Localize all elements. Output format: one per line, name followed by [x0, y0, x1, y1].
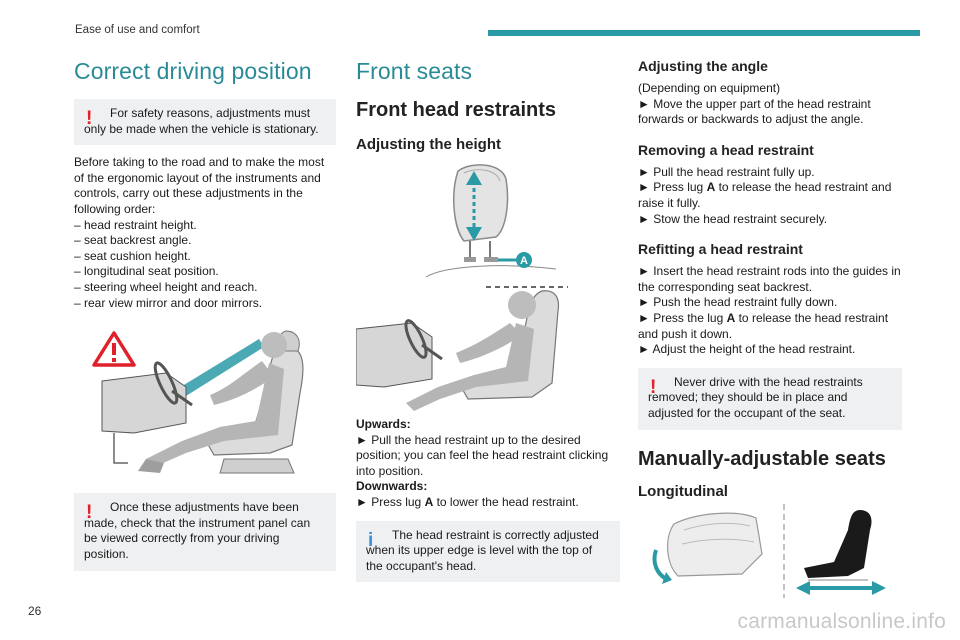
warning-exclamation-icon: ! [86, 502, 93, 524]
angle-line-2: ► Move the upper part of the head restra… [638, 96, 871, 127]
heading-adjusting-height: Adjusting the height [356, 136, 501, 153]
lug-a-label: A [706, 180, 716, 195]
running-header: Ease of use and comfort [75, 24, 200, 36]
info-i-icon: i [368, 529, 374, 551]
lug-a-label: A [726, 310, 736, 325]
column-front-seats: Front seats Front head restraints Adjust… [356, 54, 620, 592]
warning-text: Once these adjustments have been made, c… [84, 500, 311, 561]
double-arrow-horizontal-icon [796, 580, 886, 595]
list-item: – steering wheel height and reach. [74, 279, 258, 294]
list-item: – seat backrest angle. [74, 233, 192, 248]
remove-text-block: ► Pull the head restraint fully up. ► Pr… [638, 165, 902, 227]
info-text: The head restraint is correctly adjusted… [366, 527, 599, 573]
callout-a-badge [516, 252, 532, 268]
heading-refitting-head-restraint: Refitting a head restraint [638, 241, 803, 258]
warning-box-removed: ! Never drive with the head restraints r… [638, 367, 902, 430]
warning-text: For safety reasons, adjustments must onl… [84, 106, 319, 136]
sight-line-icon [174, 339, 264, 402]
angle-text-block: (Depending on equipment) ► Move the uppe… [638, 81, 902, 128]
heading-longitudinal: Longitudinal [638, 482, 728, 500]
warning-exclamation-icon: ! [650, 376, 657, 398]
heading-manually-adjustable-seats: Manually-adjustable seats [638, 447, 886, 470]
warning-box-safety: ! For safety reasons, adjustments must o… [74, 99, 336, 146]
refit-text-block: ► Insert the head restraint rods into th… [638, 264, 902, 358]
downwards-text: ► Press lug A to lower the head restrain… [356, 495, 620, 511]
warning-text: Never drive with the head restraints rem… [648, 374, 863, 420]
head-restraint-illustration: A [425, 164, 557, 278]
column-head-restraint-details: Adjusting the angle (Depending on equipm… [638, 58, 902, 598]
list-item: – head restraint height. [74, 217, 197, 232]
warning-box-instrument: ! Once these adjustments have been made,… [74, 493, 336, 571]
driving-position-illustration [92, 330, 304, 474]
section-title-driving-position: Correct driving position [74, 58, 312, 84]
upwards-label: Upwards: [356, 417, 411, 431]
section-title-front-seats: Front seats [356, 58, 473, 84]
page-number: 26 [28, 604, 42, 618]
longitudinal-seat-illustration [652, 503, 886, 598]
lug-a-label: A [424, 494, 434, 509]
remove-line-2: ► Press lug A to release the head restra… [638, 180, 902, 211]
list-item: – longitudinal seat position. [74, 264, 219, 279]
heading-removing-head-restraint: Removing a head restraint [638, 141, 814, 158]
height-instructions: Upwards: ► Pull the head restraint up to… [356, 417, 620, 511]
downwards-label: Downwards: [356, 479, 428, 494]
intro-paragraph: Before taking to the road and to make th… [74, 155, 325, 216]
angle-line-1: (Depending on equipment) [638, 81, 781, 95]
refit-line-2: ► Push the head restraint fully down. [638, 295, 838, 310]
list-item: – seat cushion height. [74, 248, 191, 263]
refit-line-1: ► Insert the head restraint rods into th… [638, 264, 901, 294]
callout-a-label: A [520, 255, 528, 267]
remove-line-2-post: to release the head restraint and raise … [638, 180, 892, 210]
heading-adjusting-angle: Adjusting the angle [638, 58, 768, 74]
remove-line-2-pre: ► Press lug [638, 180, 707, 195]
remove-line-1: ► Pull the head restraint fully up. [638, 164, 815, 179]
refit-line-4: ► Adjust the height of the head restrain… [638, 342, 856, 357]
downwards-pre: ► Press lug [356, 494, 425, 509]
adjustment-steps-list: – head restraint height. – seat backrest… [74, 218, 336, 312]
watermark: carmanualsonline.info [737, 610, 946, 633]
upwards-text: ► Pull the head restraint up to the desi… [356, 432, 609, 478]
warning-triangle-icon [92, 331, 136, 367]
header-accent-bar [488, 30, 920, 36]
downwards-post: to lower the head restraint. [433, 494, 579, 509]
double-arrow-vertical-icon [466, 171, 482, 241]
refit-line-3-pre: ► Press the lug [638, 310, 727, 325]
remove-line-3: ► Stow the head restraint securely. [638, 211, 828, 226]
head-level-illustration [356, 286, 568, 411]
heading-front-head-restraints: Front head restraints [356, 99, 557, 121]
warning-exclamation-icon: ! [86, 108, 93, 129]
list-item: – rear view mirror and door mirrors. [74, 295, 263, 310]
refit-line-3: ► Press the lug A to release the head re… [638, 311, 902, 342]
refit-line-3-post: to release the head restraint and push i… [638, 310, 889, 341]
info-box-head-restraint: i The head restraint is correctly adjust… [356, 520, 620, 583]
column-driving-position: Correct driving position ! For safety re… [74, 54, 336, 581]
